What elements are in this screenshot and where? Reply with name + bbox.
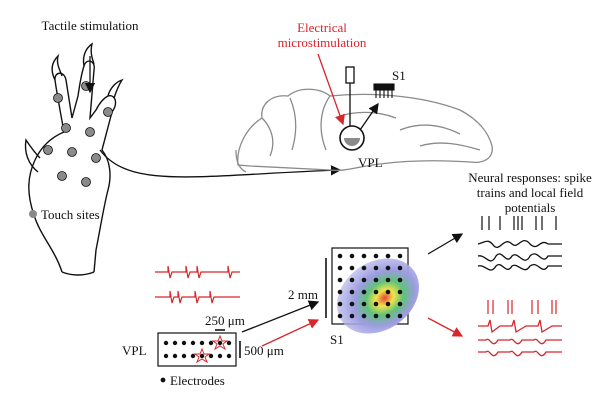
s1-electrode <box>397 253 403 259</box>
s1-electrode <box>385 301 391 307</box>
two-mm-label: 2 mm <box>288 287 318 302</box>
electrical-microstimulation-label: Electrical microstimulation <box>277 20 367 50</box>
tactile-stimulation-label: Tactile stimulation <box>41 18 139 33</box>
s1-electrode <box>397 289 403 295</box>
s1-electrode <box>373 313 379 319</box>
touch-site <box>67 147 77 157</box>
vpl-array-label: VPL <box>122 343 147 358</box>
s1-electrode <box>385 253 391 259</box>
electrode <box>208 353 214 359</box>
distance-500-label: 500 μm <box>244 343 284 358</box>
touch-sites-legend-dot <box>29 210 37 218</box>
s1-electrode <box>361 253 367 259</box>
s1-electrode <box>337 265 343 271</box>
s1-to-red-traces-arrow <box>427 317 464 337</box>
electrode <box>217 353 223 359</box>
s1-electrode <box>385 289 391 295</box>
s1-electrode <box>385 265 391 271</box>
stimulation-spike-train <box>487 300 557 314</box>
s1-electrode <box>349 301 355 307</box>
electrodes-label: Electrodes <box>170 373 225 388</box>
s1-electrode <box>385 313 391 319</box>
rat-paw-illustration <box>24 42 124 276</box>
touch-site <box>85 127 95 137</box>
s1-electrode-grid <box>325 247 419 334</box>
s1-electrode <box>361 277 367 283</box>
electrodes-legend-dot <box>160 377 166 383</box>
s1-electrode <box>361 313 367 319</box>
electrode <box>163 340 169 346</box>
tactile-spike-train <box>481 216 557 230</box>
s1-brain-label: S1 <box>392 68 406 83</box>
vpl-electrode-array <box>157 329 241 367</box>
electrode <box>226 340 232 346</box>
array-to-s1-arrow <box>241 300 320 333</box>
s1-grid-label: S1 <box>330 332 344 347</box>
touch-site <box>61 123 71 133</box>
vpl-brain-label: VPL <box>358 155 383 170</box>
touch-site <box>43 145 53 155</box>
electrode <box>172 353 178 359</box>
stimulation-lfp-traces <box>478 319 562 357</box>
s1-electrode <box>397 313 403 319</box>
s1-electrode <box>385 277 391 283</box>
s1-electrode <box>361 265 367 271</box>
electrode <box>190 340 196 346</box>
s1-electrode <box>361 289 367 295</box>
electrode <box>199 353 205 359</box>
s1-electrode <box>337 301 343 307</box>
s1-recording-array <box>373 83 395 98</box>
s1-electrode <box>337 253 343 259</box>
distance-250-label: 250 μm <box>205 313 245 328</box>
electrode <box>181 353 187 359</box>
stimulated-electrode-star <box>211 334 229 351</box>
electrical-arrow <box>317 53 345 126</box>
s1-electrode <box>337 289 343 295</box>
touch-site <box>91 153 101 163</box>
s1-electrode <box>349 277 355 283</box>
tactile-lfp-traces <box>477 239 562 271</box>
electrode <box>172 340 178 346</box>
electrode <box>181 340 187 346</box>
hand-to-thalamus-arrow <box>99 149 342 178</box>
s1-electrode <box>397 265 403 271</box>
touch-sites-label: Touch sites <box>41 207 100 222</box>
electrode <box>208 340 214 346</box>
s1-electrode <box>373 277 379 283</box>
s1-electrode <box>337 313 343 319</box>
s1-electrode <box>373 301 379 307</box>
touch-site <box>53 93 63 103</box>
s1-electrode <box>397 301 403 307</box>
s1-to-black-traces-arrow <box>427 233 464 255</box>
electrode <box>190 353 196 359</box>
electrode <box>199 340 205 346</box>
neural-responses-label: Neural responses: spike trains and local… <box>468 170 592 215</box>
s1-electrode <box>349 313 355 319</box>
stimulated-electrode-star <box>193 347 211 364</box>
s1-electrode <box>373 253 379 259</box>
s1-electrode <box>349 265 355 271</box>
electrode <box>217 340 223 346</box>
s1-electrode <box>373 289 379 295</box>
s1-electrode <box>337 277 343 283</box>
s1-electrode <box>361 301 367 307</box>
stimulation-pulse-trains <box>155 265 240 304</box>
electrode <box>226 353 232 359</box>
s1-electrode <box>397 277 403 283</box>
vpl-to-s1-arrow <box>359 102 379 131</box>
touch-site <box>57 171 67 181</box>
s1-electrode <box>349 289 355 295</box>
touch-site <box>81 177 91 187</box>
array-to-s1-red-arrow <box>261 319 320 347</box>
s1-electrode <box>373 265 379 271</box>
touch-site <box>81 81 91 91</box>
electrode <box>163 353 169 359</box>
touch-site <box>103 107 113 117</box>
s1-electrode <box>349 253 355 259</box>
